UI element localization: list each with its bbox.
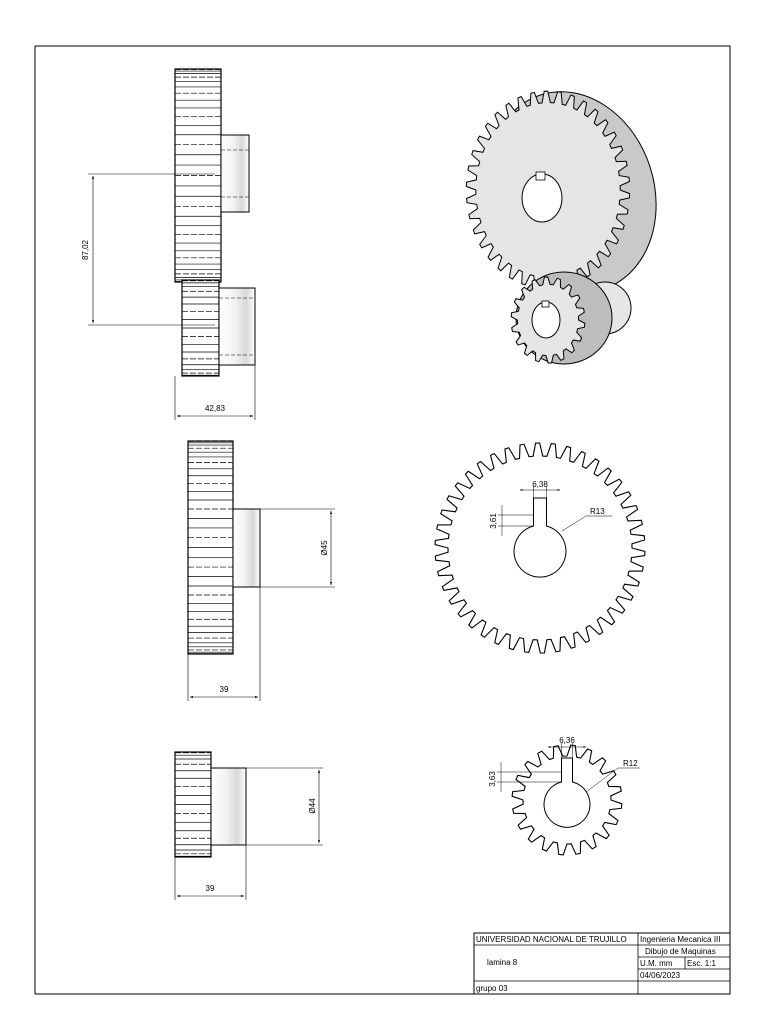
- assembly-width-label: 42,83: [205, 404, 226, 413]
- date-label: 04/06/2023: [640, 971, 681, 980]
- institution-name: UNIVERSIDAD NACIONAL DE TRUJILLO: [476, 935, 627, 944]
- small-gear-teeth-lines: [182, 279, 219, 377]
- sheet-label: lamina 8: [487, 958, 518, 967]
- isometric-view: [465, 90, 657, 365]
- small-gear-side-view: Ø44 39: [174, 751, 323, 900]
- small-hub-diameter-label: Ø44: [308, 798, 317, 814]
- small-bore-radius-label: R12: [623, 759, 638, 768]
- large-hub-diameter-label: Ø45: [320, 540, 329, 556]
- sheet-border: [34, 45, 731, 995]
- large-bore-keyway: [513, 497, 567, 578]
- large-gear-side-view: Ø45 39: [187, 440, 335, 701]
- small-gear-hub: [218, 287, 256, 366]
- small-gear-front-view: 6,36 3,63 R12: [488, 736, 640, 856]
- large-keyway-depth-label: 3,61: [489, 513, 498, 529]
- assembly-side-view: 87,02 42,83: [81, 68, 256, 420]
- small-keyway-width-label: 6,36: [559, 736, 575, 745]
- program-name: Ingenieria Mecanica III: [640, 935, 721, 944]
- large-gear-front-view: 6,38 3,61 R13: [434, 442, 646, 654]
- small-width-label: 39: [206, 884, 215, 893]
- iso-large-bore: [521, 173, 563, 223]
- large-gear-body: [174, 68, 222, 283]
- small-bore-keyway: [543, 757, 591, 828]
- small-gear-hub-side: [210, 767, 247, 846]
- course-name: Dibujo de Maquinas: [645, 947, 716, 956]
- title-block: UNIVERSIDAD NACIONAL DE TRUJILLO Ingenie…: [473, 932, 731, 995]
- small-keyway-depth-label: 3,63: [488, 771, 497, 787]
- units-label: U.M. mm: [640, 959, 673, 968]
- center-distance-label: 87,02: [81, 239, 90, 260]
- large-bore-radius-label: R13: [590, 507, 605, 516]
- scale-label: Esc. 1:1: [687, 959, 716, 968]
- large-gear-hub-side: [232, 508, 261, 588]
- group-label: grupo 03: [476, 984, 508, 993]
- large-gear-hub: [220, 134, 250, 213]
- large-width-label: 39: [220, 685, 229, 694]
- large-keyway-width-label: 6,38: [532, 480, 548, 489]
